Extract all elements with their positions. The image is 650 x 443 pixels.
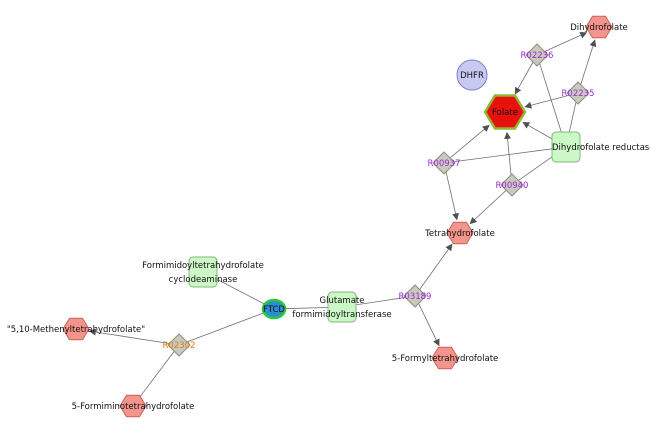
node-folate[interactable]: Folate xyxy=(483,94,527,130)
node-formyl-thf-shape xyxy=(431,346,459,370)
node-ftcd-shape xyxy=(261,298,287,320)
node-formimino-thf-label: 5-Formiminotetrahydrofolate xyxy=(72,402,195,412)
node-r02236a-label: R02236 xyxy=(521,51,554,61)
edge-r00937-to-tetrahydrofolate xyxy=(445,169,459,221)
node-formimino-thf-shape xyxy=(119,394,147,418)
node-r03189-label: R03189 xyxy=(399,292,432,302)
node-formimino-thf[interactable]: 5-Formiminotetrahydrofolate xyxy=(72,394,195,418)
node-glutamate-transferase-shape xyxy=(327,291,357,323)
node-dhfr-shape xyxy=(456,59,488,91)
node-r00937-shape xyxy=(432,151,456,175)
node-r00940-label: R00940 xyxy=(496,181,529,191)
node-r02302-shape xyxy=(167,333,191,357)
edge-layer xyxy=(88,32,597,402)
node-dhfr-label: DHFR xyxy=(460,71,484,81)
node-dihydrofolate-shape xyxy=(585,15,613,39)
node-ftcd-deaminase-label-line-1: cyclodeaminase xyxy=(169,275,238,285)
edge-glutamate-transferase-to-r03189 xyxy=(350,296,410,307)
edge-ftcd-to-r02302 xyxy=(184,310,269,344)
edge-r00940-to-tetrahydrofolate xyxy=(469,189,508,225)
edge-r00937-to-folate xyxy=(448,124,490,160)
node-methenyl-thf-label: "5,10-Methenyltetrahydrofolate" xyxy=(7,325,145,335)
node-ftcd-deaminase[interactable]: Formimidoyltetrahydrofolate cyclodeaminas… xyxy=(142,256,264,288)
node-formyl-thf-label: 5-Formyltetrahydrofolate xyxy=(392,354,499,364)
node-r00940[interactable]: R00940 xyxy=(496,173,529,197)
edge-ftcd-to-glutamate-transferase xyxy=(279,306,335,310)
edge-r02236a-to-dihydrofolate xyxy=(542,32,588,53)
edge-dhfr-enzyme-to-r02236a xyxy=(538,60,564,139)
node-r02235-label: R02235 xyxy=(562,89,595,99)
node-ftcd-label: FTCD xyxy=(263,305,285,315)
node-dhfr-enzyme-side-label: Dihydrofolate reductase xyxy=(552,143,650,153)
node-glutamate-transferase-label-line-1: formimidoyltransferase xyxy=(292,310,391,320)
edge-r02302-to-formimino-thf xyxy=(136,350,176,402)
node-folate-label: Folate xyxy=(492,108,518,118)
node-dhfr[interactable]: DHFR xyxy=(456,59,488,91)
node-formyl-thf[interactable]: 5-Formyltetrahydrofolate xyxy=(392,346,499,370)
edge-ftcd-to-ftcd-deaminase xyxy=(209,275,269,307)
node-dhfr-enzyme-shape xyxy=(551,131,581,163)
node-r03189[interactable]: R03189 xyxy=(399,284,432,308)
edge-r03189-to-tetrahydrofolate xyxy=(418,243,453,291)
node-methenyl-thf[interactable]: "5,10-Methenyltetrahydrofolate" xyxy=(7,317,145,341)
node-r02235[interactable]: R02235 xyxy=(562,81,595,105)
node-glutamate-transferase[interactable]: Glutamate formimidoyltransferase xyxy=(292,291,392,323)
node-dhfr-enzyme[interactable]: Dihydrofolate reductase xyxy=(551,131,650,163)
node-r03189-shape xyxy=(403,284,427,308)
node-dihydrofolate[interactable]: Dihydrofolate xyxy=(570,15,628,39)
edge-r02235-to-dihydrofolate xyxy=(579,39,597,87)
node-ftcd-deaminase-label-line-0: Formimidoyltetrahydrofolate xyxy=(142,261,264,271)
edge-r03189-to-formyl-thf xyxy=(417,301,440,347)
node-tetrahydrofolate-label: Tetrahydrofolate xyxy=(424,229,495,239)
node-dihydrofolate-label: Dihydrofolate xyxy=(570,23,628,33)
node-ftcd-deaminase-shape xyxy=(188,256,218,288)
node-r00937[interactable]: R00937 xyxy=(428,151,461,175)
node-ftcd[interactable]: FTCD xyxy=(261,298,287,320)
edge-r02236a-to-folate xyxy=(514,60,535,95)
node-tetrahydrofolate[interactable]: Tetrahydrofolate xyxy=(424,221,495,245)
node-r00937-label: R00937 xyxy=(428,159,461,169)
node-r02302[interactable]: R02302 xyxy=(163,333,196,357)
node-r02236a[interactable]: R02236 xyxy=(521,43,554,67)
edge-r02302-to-methenyl-thf xyxy=(88,328,173,345)
edge-r02235-to-folate xyxy=(524,94,572,109)
node-r02236a-shape xyxy=(525,43,549,67)
node-glutamate-transferase-label-line-0: Glutamate xyxy=(320,296,365,306)
edge-r00940-to-folate xyxy=(504,131,512,179)
node-methenyl-thf-shape xyxy=(62,317,90,341)
node-folate-shape xyxy=(483,94,527,130)
node-tetrahydrofolate-shape xyxy=(446,221,474,245)
node-r00940-shape xyxy=(500,173,524,197)
node-r02302-label: R02302 xyxy=(163,341,196,351)
node-r02235-shape xyxy=(566,81,590,105)
edge-dhfr-enzyme-to-r00937 xyxy=(449,147,558,163)
